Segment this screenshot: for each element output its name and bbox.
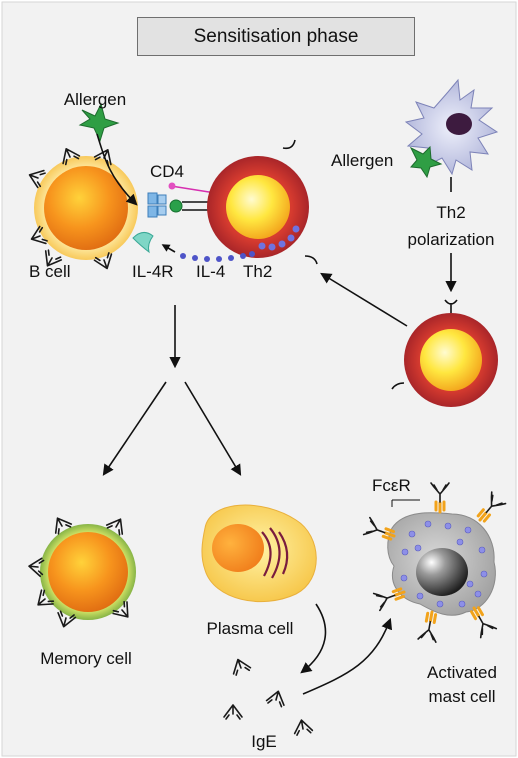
plasma-cell-label: Plasma cell bbox=[206, 619, 294, 638]
memory-arrow bbox=[102, 381, 167, 476]
th2-cell bbox=[207, 139, 318, 265]
il4r-receptor bbox=[132, 232, 154, 254]
ige-label: IgE bbox=[251, 732, 277, 751]
plasma-cell bbox=[201, 504, 317, 602]
memory-cell-label: Memory cell bbox=[40, 649, 132, 668]
allergen-uptake-arrow bbox=[96, 133, 138, 206]
polarization-label-line2: polarization bbox=[407, 230, 495, 249]
plasma-arrow bbox=[184, 381, 242, 476]
activated-label-line1: Activated bbox=[427, 663, 497, 682]
memory-cell bbox=[27, 512, 136, 630]
il4-label: IL-4 bbox=[196, 262, 226, 281]
th2-label: Th2 bbox=[243, 262, 273, 281]
il4-dots bbox=[180, 251, 255, 262]
fceri-pointer bbox=[391, 499, 420, 507]
activated-label-line2: mast cell bbox=[428, 687, 496, 706]
th2-migration-arrow bbox=[320, 272, 408, 327]
cd4-label: CD4 bbox=[149, 162, 185, 181]
polarization-label-line1: Th2 bbox=[436, 203, 466, 222]
allergen-right-shape bbox=[409, 145, 443, 179]
binding-arrow bbox=[302, 617, 393, 695]
title-text: Sensitisation phase bbox=[193, 25, 359, 47]
mast-cell bbox=[362, 481, 508, 644]
allergen-left-shape bbox=[78, 102, 120, 143]
title-box: Sensitisation phase bbox=[137, 17, 415, 56]
b-cell bbox=[25, 144, 138, 273]
b-cell-label: B cell bbox=[29, 262, 71, 281]
il4r-label: IL-4R bbox=[132, 262, 174, 281]
secretion-arrow bbox=[300, 603, 327, 674]
th2-cell-right bbox=[391, 299, 498, 407]
allergen-label-right: Allergen bbox=[331, 151, 394, 170]
allergen-label-left: Allergen bbox=[63, 90, 127, 109]
mhc-tcr-complex bbox=[147, 182, 229, 218]
il4-arrow bbox=[161, 244, 176, 253]
fceri-label: FcεR bbox=[372, 476, 411, 495]
